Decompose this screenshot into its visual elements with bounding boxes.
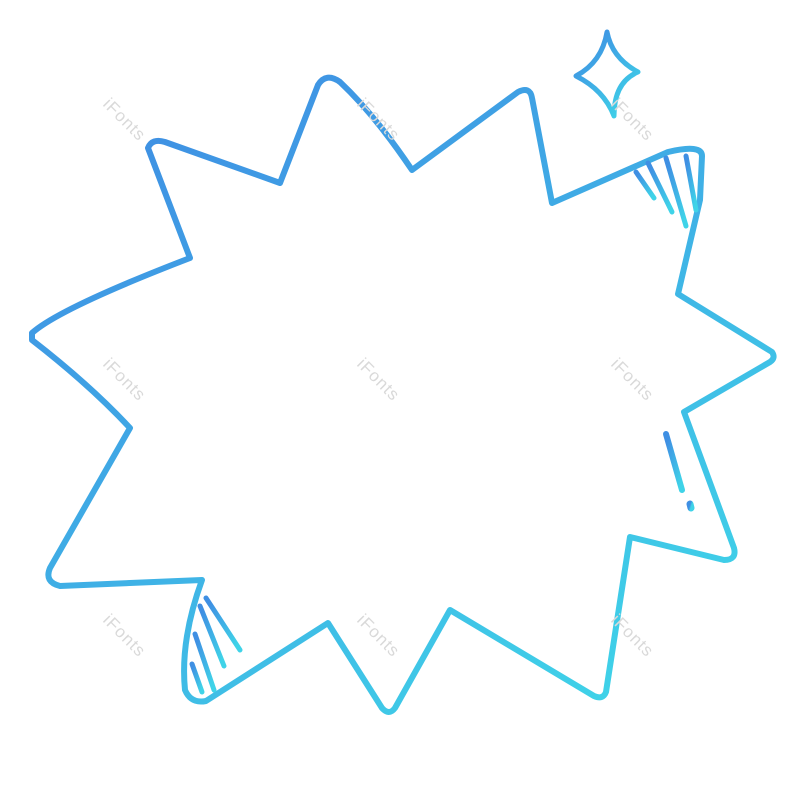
hatch-bottom-left [189, 595, 243, 695]
sparkle-icon [573, 29, 641, 119]
comic-burst-icon [29, 74, 777, 715]
exclamation-accent [663, 431, 695, 512]
hatch-top-right [633, 153, 699, 229]
